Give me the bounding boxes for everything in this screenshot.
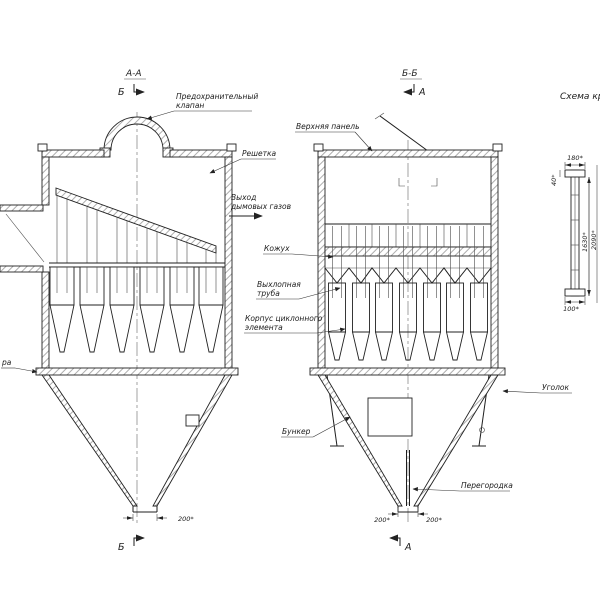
top-panel-raised [379,115,429,152]
inlet-duct-bottom-wall [0,265,44,273]
corner-cap-left-b [313,143,324,152]
inlet-guide-vane [5,213,45,263]
hopper-cleanout-a [185,414,200,427]
detail-angle-top [564,169,586,178]
hopper-wall-left-a [41,374,138,507]
section-view-b-b: Б-Б А А [244,69,572,553]
hopper-hatch-b [367,397,413,437]
cut-mark-b-top [133,84,145,96]
top-cover-right [169,149,233,158]
cut-mark-b-bottom [133,534,145,546]
marker-b-bottom: Б [118,542,125,553]
hopper-wall-right-a [152,374,233,507]
hopper-wall-left-b [317,374,403,507]
dim-outlet-b-right: 200* [426,516,442,524]
exhaust-tubes-a [56,195,217,263]
leader-casing [291,253,334,259]
label-exhaust-pipe-line2: труба [257,289,280,298]
label-partition: Перегородка [461,481,513,490]
corner-cap-right-b [492,143,503,152]
hopper-wall-right-b [413,374,499,507]
right-wall-b [490,156,499,369]
leader-support [14,367,38,374]
top-panel-b [317,149,499,158]
label-safety-valve-line1: Предохранительный [176,92,258,101]
left-wall-lower [41,271,50,369]
grate-louver [55,187,217,254]
label-cyclone-body-line1: Корпус циклонного [245,314,323,323]
dim-2090: 2090* [590,229,598,250]
label-top-panel: Верхняя панель [296,122,360,131]
section-a-title: А-А [125,69,142,79]
cyclone-elements-a [49,266,224,353]
section-view-a-a: А-А Б Б [0,69,291,553]
plane-tick-right [431,178,438,187]
inlet-duct-top-wall [0,204,44,212]
dim-outlet-b-left: 200* [374,516,390,524]
leader-hopper [312,416,351,438]
grid-cells [348,224,468,247]
bottom-flange-b [309,367,506,376]
detail-angle-bottom [564,288,586,297]
dim-40: 40* [550,174,558,186]
dim-outlet-a: 200* [178,515,194,523]
leader-top-panel [354,131,373,152]
mounting-scheme-detail: Схема кре 180* 40* 1630* 2090* 100* [550,92,600,313]
top-cover-left [41,149,105,158]
leader-cyclone-body [316,327,346,334]
top-corner-cap-right [226,143,237,152]
cyclone-elements-b [328,225,488,361]
leader-exhaust-pipe [298,287,341,300]
right-wall [224,156,233,369]
leader-grate [209,158,242,174]
dim-1630: 1630* [581,231,589,252]
label-gas-exit-line1: Выход [231,193,256,202]
left-wall-upper [41,156,50,206]
leader-partition [412,487,461,492]
leg-bolt [479,427,485,433]
cut-mark-a-top [403,84,415,96]
plane-tick-left [398,178,405,187]
dim-100: 100* [563,305,579,313]
marker-a-bottom: А [404,542,412,553]
label-safety-valve-line2: клапан [176,101,204,110]
marker-b-top: Б [118,87,125,98]
bottom-flange-a [35,367,239,376]
label-casing: Кожух [264,244,290,253]
top-corner-cap-left [37,143,48,152]
dim-180: 180* [567,154,583,162]
detail-title: Схема кре [560,92,600,102]
label-gas-exit-line2: дымовых газов [230,202,291,211]
left-wall-b [317,156,326,369]
label-cyclone-body-line2: элемента [245,323,283,332]
label-exhaust-pipe-line1: Выхлопная [257,280,301,289]
label-hopper: Бункер [282,427,311,436]
label-support-fragment: ра [1,358,12,367]
casing-plate [324,246,492,257]
label-grate: Решетка [242,149,277,158]
leader-safety-valve [146,110,175,120]
cut-mark-a-bottom [389,534,401,546]
section-b-title: Б-Б [402,69,418,79]
label-angle: Уголок [542,383,569,392]
leader-angle [502,389,542,394]
marker-a-top: А [418,87,426,98]
